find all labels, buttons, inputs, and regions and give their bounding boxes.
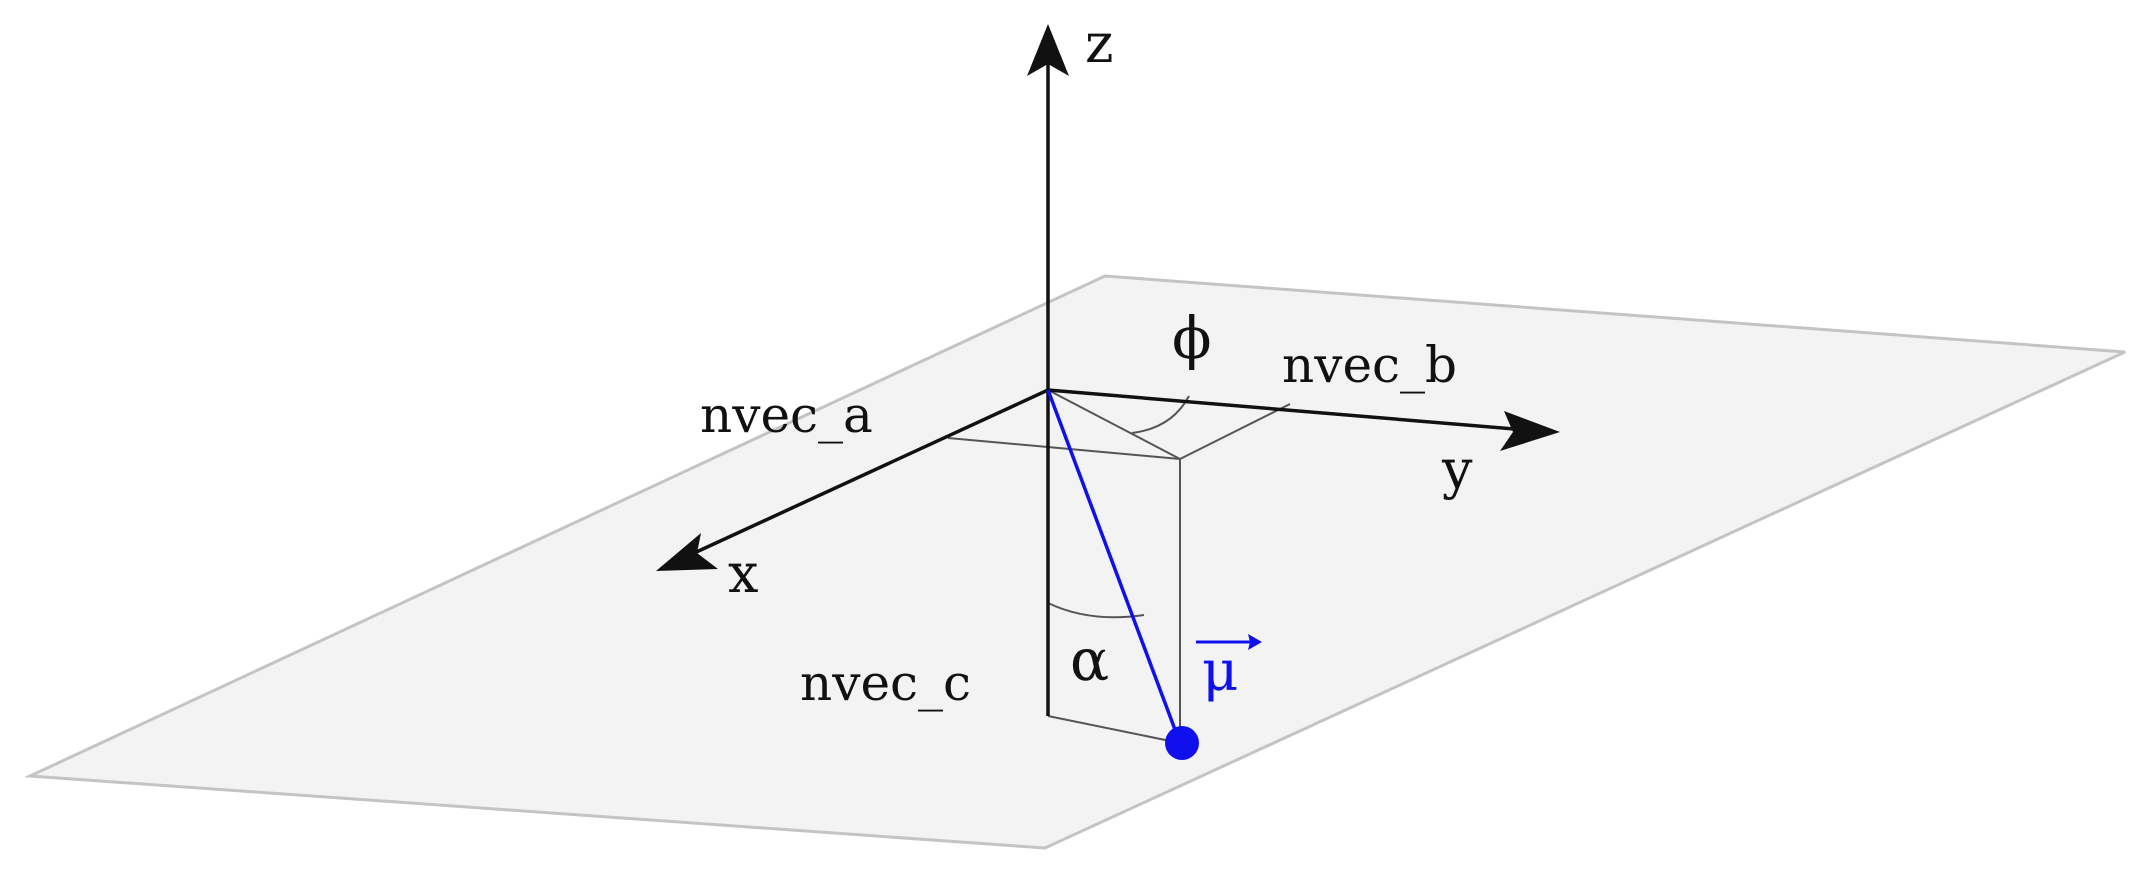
z-axis-label: z — [1085, 12, 1113, 75]
arrow-heads — [656, 24, 1560, 571]
construction-lines — [947, 389, 1291, 744]
y-axis-line — [1047, 388, 1551, 434]
arrow-right-icon — [1500, 411, 1560, 451]
nvec-b-label: nvec_b — [1282, 336, 1457, 394]
origin-to-foot-line — [1047, 389, 1181, 460]
nvec-b-projection-line — [1179, 403, 1291, 460]
mu-label: μ — [1202, 639, 1238, 704]
nvec-a-projection-line — [947, 437, 1181, 460]
nvec-c-connector-line — [1047, 715, 1181, 744]
ground-plane — [24, 274, 2126, 850]
alpha-label: α — [1070, 626, 1109, 694]
arrow-up-icon — [1027, 24, 1069, 76]
mu-label-group: μ — [1196, 634, 1262, 704]
y-axis-label: y — [1441, 438, 1473, 501]
arrow-down-left-icon — [656, 533, 718, 571]
nvec-a-label: nvec_a — [700, 386, 873, 444]
filled-circle-icon — [1165, 726, 1199, 760]
phi-label: ϕ — [1172, 304, 1212, 372]
mu-overarrow-head-icon — [1248, 634, 1262, 650]
mu-vector-line — [1046, 389, 1182, 744]
x-axis-line — [665, 388, 1049, 568]
nvec-c-label: nvec_c — [800, 654, 971, 712]
axes — [665, 28, 1551, 716]
x-axis-label: x — [728, 542, 758, 605]
